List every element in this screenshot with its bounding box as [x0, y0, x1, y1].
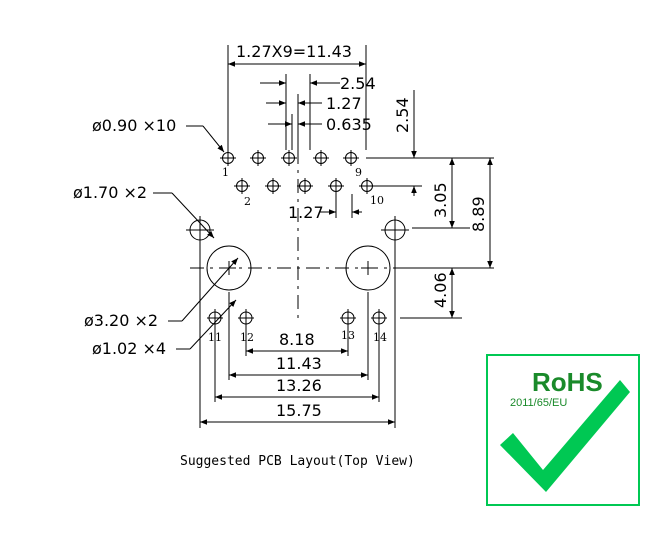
pin-label-1: 1 [222, 166, 229, 179]
dim-11-43: 11.43 [276, 354, 322, 373]
pin-hole [281, 150, 297, 166]
callout-shield-pins: ø1.02 ×4 [92, 339, 166, 358]
dim-0-635: 0.635 [326, 115, 372, 134]
dim-1-27-bottom: 1.27 [288, 194, 362, 222]
checkmark-icon [500, 380, 630, 492]
pin-hole [371, 309, 387, 327]
led-hole-right [381, 216, 409, 244]
pin-hole [265, 178, 281, 194]
pin-hole [238, 309, 254, 327]
callout-small-pins: ø0.90 ×10 [92, 116, 176, 135]
mount-hole-right [345, 245, 391, 291]
pitch-row-dimension: 1.27X9=11.43 [236, 42, 352, 61]
pin-hole [297, 178, 313, 194]
pin-row-even [234, 178, 375, 194]
rohs-title: RoHS [532, 367, 603, 397]
pin-hole [207, 309, 223, 327]
hole-callouts: ø0.90 ×10 ø1.70 ×2 ø3.20 ×2 ø1.02 ×4 [73, 116, 239, 358]
pin-label-12: 12 [240, 331, 254, 344]
dim-8-89: 8.89 [469, 196, 488, 232]
pin-label-9: 9 [355, 166, 362, 179]
led-hole-left [186, 216, 214, 244]
pin-hole [234, 178, 250, 194]
dim-13-26: 13.26 [276, 376, 322, 395]
dim-1-27-h: 1.27 [326, 94, 362, 113]
right-dimension-chain: 2.54 3.05 8.89 4.06 [366, 90, 494, 319]
pin-hole [359, 178, 375, 194]
shield-pins [207, 309, 387, 327]
pin-hole [220, 150, 236, 166]
dim-8-18: 8.18 [279, 330, 315, 349]
dim-2-54-h: 2.54 [340, 74, 376, 93]
dim-3-05: 3.05 [431, 182, 450, 218]
pin-label-2: 2 [244, 195, 251, 208]
callout-led-holes: ø1.70 ×2 [73, 183, 147, 202]
callout-mount-holes: ø3.20 ×2 [84, 311, 158, 330]
pin-hole [313, 150, 329, 166]
rohs-badge: RoHS 2011/65/EU [486, 354, 640, 506]
dim-4-06: 4.06 [431, 272, 450, 308]
top-dimension-chain: 1.27X9=11.43 2.54 1.27 0.635 [227, 42, 376, 150]
pin-label-10: 10 [370, 194, 384, 207]
pin-label-14: 14 [373, 331, 387, 344]
bottom-dimension-chain: 8.18 11.43 13.26 15.75 [199, 240, 396, 428]
dim-1-27-b: 1.27 [288, 203, 324, 222]
pin-row-odd [220, 150, 359, 166]
pin-hole [328, 178, 344, 194]
pin-hole [250, 150, 266, 166]
pin-hole [340, 309, 356, 327]
drawing-caption: Suggested PCB Layout(Top View) [180, 454, 415, 469]
pin-hole [343, 150, 359, 166]
dim-2-54-v: 2.54 [393, 97, 412, 133]
rohs-directive: 2011/65/EU [510, 397, 567, 409]
dim-15-75: 15.75 [276, 401, 322, 420]
